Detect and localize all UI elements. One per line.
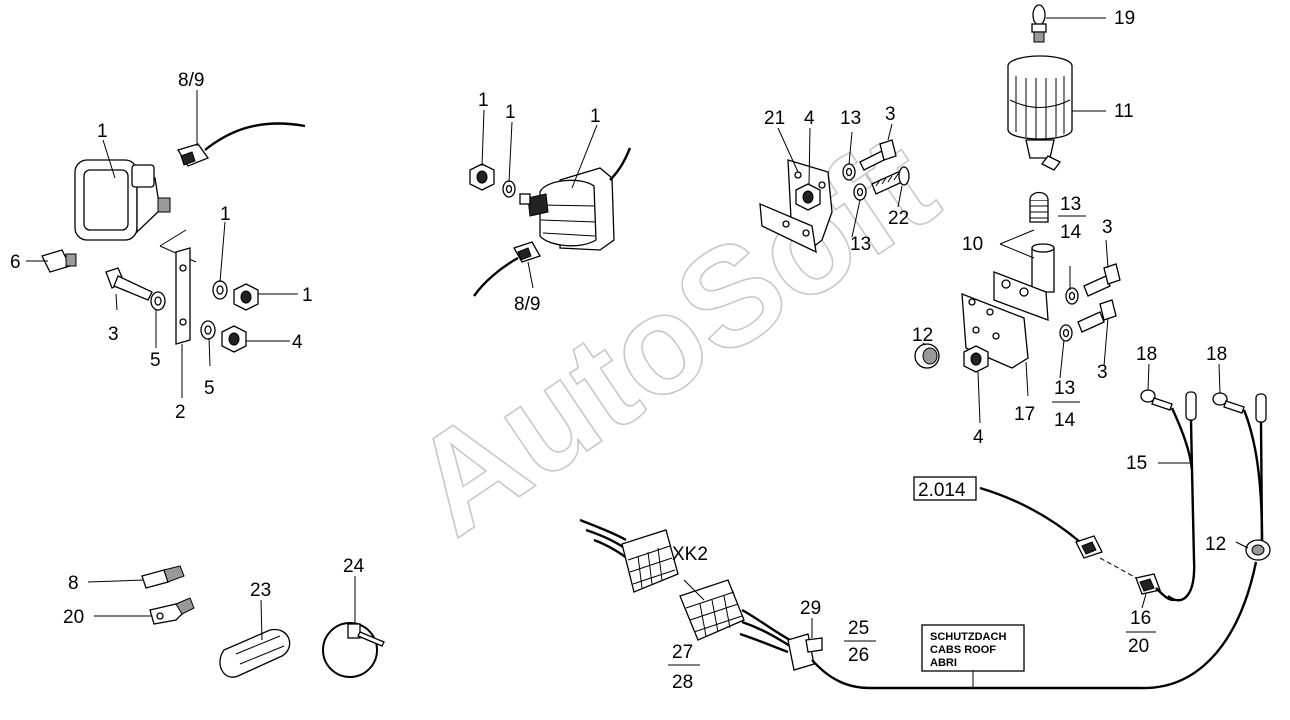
harness-plug-upper (579, 518, 679, 593)
beacon-bulb (1031, 4, 1047, 43)
callout-19: 19 (1114, 8, 1135, 29)
callout-15: 15 (1126, 453, 1147, 474)
ground-cable-12 (1212, 392, 1271, 561)
callout-13: 13 (1054, 378, 1075, 399)
callout-13: 13 (850, 234, 871, 255)
cable-tie-24 (322, 622, 385, 678)
callout-xk2: XK2 (672, 544, 708, 565)
reference-box (913, 476, 977, 501)
callout-11: 11 (1114, 101, 1134, 122)
middle-nuts-washers (469, 163, 531, 205)
callout-1: 1 (590, 106, 601, 127)
callout-8: 8 (68, 573, 79, 594)
roof-label-box (921, 624, 1025, 672)
middle-work-lamp (527, 147, 632, 251)
callout-8-9-left: 8/9 (178, 70, 204, 91)
ground-cable-15 (1140, 389, 1197, 602)
callout-1: 1 (505, 102, 516, 123)
callout-29: 29 (800, 598, 821, 619)
bracket-screws (842, 139, 910, 201)
callout-8-9-middle: 8/9 (514, 294, 540, 315)
harness-main-cable (787, 561, 1258, 690)
callout-12: 12 (1205, 534, 1226, 555)
callout-3: 3 (108, 324, 119, 345)
callout-21: 21 (764, 108, 785, 129)
roof-bracket (759, 159, 833, 254)
callout-14: 14 (1054, 410, 1076, 431)
callout-14: 14 (1060, 222, 1082, 243)
middle-lamp-plug (473, 241, 541, 297)
beacon-lamp (1007, 55, 1073, 171)
left-lamp-plug (176, 122, 306, 167)
callout-5: 5 (204, 378, 215, 399)
roof-label-line1: SCHUTZDACH (930, 631, 1006, 643)
terminal-20 (149, 597, 195, 625)
callout-1: 1 (97, 121, 108, 142)
callout-20: 20 (1128, 636, 1149, 657)
reference-2-014[interactable]: 2.014 (918, 480, 966, 501)
callout-17: 17 (1014, 404, 1035, 425)
callout-3: 3 (1097, 362, 1108, 383)
left-washers-nuts (200, 280, 259, 353)
callout-20: 20 (63, 607, 84, 628)
callout-1: 1 (478, 90, 489, 111)
callout-3: 3 (1102, 217, 1113, 238)
callout-1: 1 (302, 285, 313, 306)
left-bulb (41, 249, 77, 273)
callout-10: 10 (962, 234, 983, 255)
cable-clip-23 (219, 628, 291, 678)
roof-label-line3: ABRI (930, 657, 957, 669)
callout-5: 5 (150, 350, 161, 371)
callout-27: 27 (672, 642, 693, 663)
callout-18: 18 (1206, 344, 1227, 365)
roof-label-line2: CABS ROOF (930, 644, 996, 656)
terminal-8 (141, 565, 185, 589)
callout-2: 2 (175, 402, 186, 423)
callout-13: 13 (840, 108, 861, 129)
callout-4: 4 (973, 427, 984, 448)
left-bolt (105, 267, 166, 311)
callout-28: 28 (672, 672, 693, 693)
callout-26: 26 (848, 645, 869, 666)
callout-16: 16 (1130, 608, 1151, 629)
callout-23: 23 (250, 580, 271, 601)
harness-plug-lower (679, 579, 791, 654)
callout-6: 6 (10, 252, 21, 273)
connector-16 (979, 486, 1175, 602)
callout-4: 4 (804, 108, 815, 129)
callout-4: 4 (292, 332, 303, 353)
callout-13: 13 (1060, 194, 1081, 215)
left-bracket (175, 247, 191, 345)
callout-18: 18 (1136, 344, 1157, 365)
beacon-mount (961, 191, 1055, 369)
callout-3: 3 (885, 104, 896, 125)
callout-22: 22 (888, 208, 909, 229)
callout-1: 1 (220, 204, 231, 225)
callout-24: 24 (343, 556, 365, 577)
callout-25: 25 (848, 618, 869, 639)
left-work-lamp (74, 159, 171, 241)
callout-12: 12 (912, 325, 933, 346)
beacon-fasteners (914, 263, 1121, 373)
